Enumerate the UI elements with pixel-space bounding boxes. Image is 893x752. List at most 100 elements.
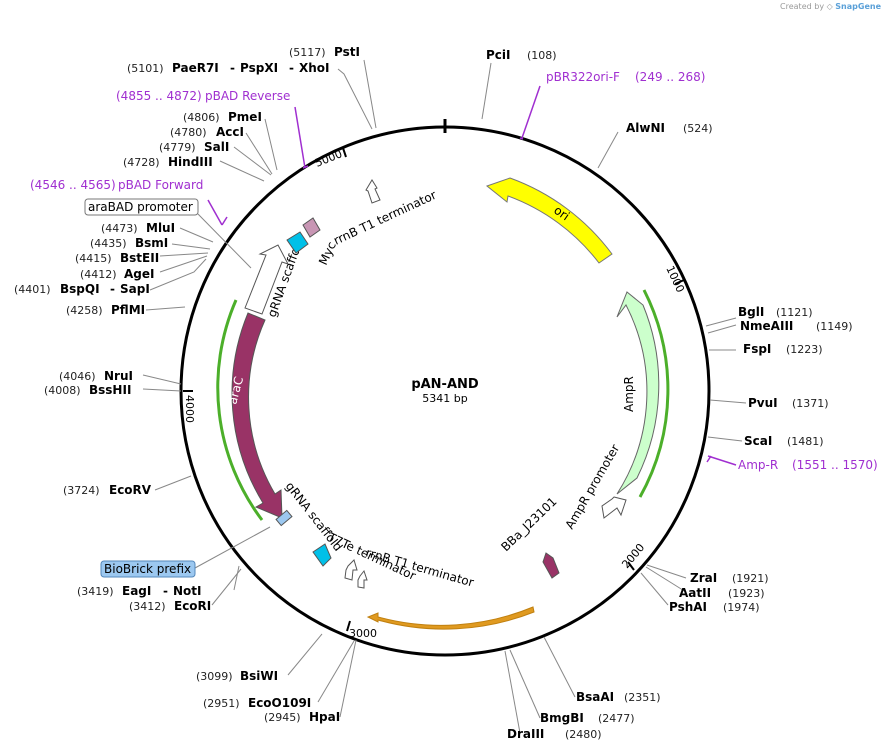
enzyme-pos-pmei: (4806) (183, 111, 220, 124)
enzyme-name-zrai[interactable]: ZraI (690, 571, 717, 585)
enzyme-pos-bsaai: (2351) (624, 691, 661, 704)
enzyme-name-pmei[interactable]: PmeI (228, 110, 262, 124)
enzyme-name-pspxi[interactable]: PspXI (240, 61, 278, 75)
biobrick-box[interactable] (100, 560, 196, 578)
enzyme-name-aatii[interactable]: AatII (679, 586, 711, 600)
primer-range-pbad-forward: (4546 .. 4565) (30, 178, 116, 192)
enzyme-name-bsteii[interactable]: BstEII (120, 251, 159, 265)
enzyme-name-hpai[interactable]: HpaI (309, 710, 340, 724)
enzyme-pos-paer7i: (5101) (127, 62, 164, 75)
enzyme-pos-bspqi: (4401) (14, 283, 51, 296)
enzyme-pos-ecori: (3412) (129, 600, 166, 613)
enzyme-name-draiii[interactable]: DraIII (507, 727, 544, 741)
enzyme-pos-bmgbi: (2477) (598, 712, 635, 725)
enzyme-name-sapi[interactable]: SapI (120, 282, 150, 296)
tick-label-3000: 3000 (349, 627, 377, 640)
enzyme-name-ecorv[interactable]: EcoRV (109, 483, 152, 497)
biobrick-label: BioBrick prefix (104, 562, 191, 576)
primer-name-pbr322ori[interactable]: pBR322ori-F (546, 70, 620, 84)
enzyme-pos-alwni: (524) (683, 122, 713, 135)
enzyme-name-eagi[interactable]: EagI (122, 584, 151, 598)
enzyme-pos-pcii: (108) (527, 49, 557, 62)
enzyme-pos-acci: (4780) (170, 126, 207, 139)
primer-name-ampr[interactable]: Amp-R (738, 458, 778, 472)
enzyme-name-bgli[interactable]: BglI (738, 305, 764, 319)
ampr-feature[interactable] (616, 291, 660, 495)
tick-1000 (674, 279, 685, 285)
arac-feature[interactable] (231, 312, 283, 519)
arac-orf (216, 299, 264, 521)
ampr-label: AmpR (622, 376, 636, 412)
enzyme-name-pflmi[interactable]: PflMI (111, 303, 145, 317)
scaffold-bottom-marker[interactable] (312, 543, 332, 567)
credit-created-by: Created by (780, 2, 825, 11)
orange-orf-arrow[interactable] (366, 606, 535, 630)
enzyme-pos-agei: (4412) (80, 268, 117, 281)
enzyme-name-bsmi[interactable]: BsmI (135, 236, 168, 250)
tick-label-4000: 4000 (183, 395, 196, 423)
enzyme-name-nmeaiii[interactable]: NmeAIII (740, 319, 793, 333)
enzyme-pos-aatii: (1923) (728, 587, 765, 600)
snapgene-logo-icon: ◇ (826, 2, 833, 11)
rrnb-top-feature[interactable] (365, 179, 381, 204)
rrnb-top-label: rrnB T1 terminator (331, 188, 438, 248)
enzyme-name-pvui[interactable]: PvuI (748, 396, 778, 410)
enzyme-pos-pvui: (1371) (792, 397, 829, 410)
enzyme-name-bsshii[interactable]: BssHII (89, 383, 131, 397)
enzyme-sep-paer7i: - (230, 61, 235, 75)
ori-feature[interactable] (485, 177, 613, 264)
enzyme-name-scai[interactable]: ScaI (744, 434, 772, 448)
enzyme-sep-bspqi: - (110, 282, 115, 296)
ampr-promoter-label: AmpR promoter (562, 442, 622, 532)
enzyme-pos-eagi: (3419) (77, 585, 114, 598)
enzyme-pos-nmeaiii: (1149) (816, 320, 853, 333)
enzyme-name-agei[interactable]: AgeI (124, 267, 154, 281)
enzyme-name-paer7i[interactable]: PaeR7I (172, 61, 219, 75)
biobrick-prefix-feature[interactable] (275, 509, 293, 527)
enzyme-name-xhoi[interactable]: XhoI (299, 61, 330, 75)
bba-feature[interactable] (542, 552, 560, 579)
enzyme-pos-mlui: (4473) (101, 222, 138, 235)
credit: Created by ◇ SnapGene (780, 2, 881, 11)
scaffold-top-marker[interactable] (286, 231, 309, 254)
enzyme-name-ecori[interactable]: EcoRI (174, 599, 211, 613)
enzyme-name-sali[interactable]: SalI (204, 140, 229, 154)
enzyme-name-nrui[interactable]: NruI (104, 369, 133, 383)
enzyme-name-fspi[interactable]: FspI (743, 342, 771, 356)
arabad-box[interactable] (84, 198, 199, 216)
enzyme-sep-pspxi: - (289, 61, 294, 75)
enzyme-leaders (142, 59, 747, 734)
enzyme-name-bsiwi[interactable]: BsiWI (240, 669, 278, 683)
enzyme-sep-eagi: - (163, 584, 168, 598)
enzyme-pos-pflmi: (4258) (66, 304, 103, 317)
t7te-feature[interactable] (344, 559, 358, 581)
enzyme-pos-ecorv: (3724) (63, 484, 100, 497)
enzyme-name-noti[interactable]: NotI (173, 584, 202, 598)
rrnb-bottom-feature[interactable] (357, 569, 368, 589)
primer-name-pbad-forward[interactable]: pBAD Forward (118, 178, 203, 192)
enzyme-name-mlui[interactable]: MluI (146, 221, 175, 235)
enzyme-name-alwni[interactable]: AlwNI (626, 121, 665, 135)
enzyme-name-psti[interactable]: PstI (334, 45, 360, 59)
tick-5000 (342, 147, 347, 158)
grna-scaffold-top-feature[interactable] (244, 244, 290, 315)
enzyme-name-acci[interactable]: AccI (216, 125, 244, 139)
enzyme-pos-scai: (1481) (787, 435, 824, 448)
enzyme-pos-ecoo109i: (2951) (203, 697, 240, 710)
primer-name-pbad-reverse[interactable]: pBAD Reverse (205, 89, 290, 103)
enzyme-pos-bgli: (1121) (776, 306, 813, 319)
enzyme-name-ecoo109i[interactable]: EcoO109I (248, 696, 311, 710)
primer-range-pbad-reverse: (4855 .. 4872) (116, 89, 202, 103)
ampr-promoter-arrow[interactable] (601, 496, 627, 519)
enzyme-pos-sali: (4779) (159, 141, 196, 154)
enzyme-name-bmgbi[interactable]: BmgBI (540, 711, 584, 725)
enzyme-name-bspqi[interactable]: BspQI (60, 282, 100, 296)
enzyme-name-hindiii[interactable]: HindIII (168, 155, 213, 169)
enzyme-name-pcii[interactable]: PciI (486, 48, 511, 62)
enzyme-name-bsaai[interactable]: BsaAI (576, 690, 614, 704)
myc-feature[interactable] (302, 217, 321, 238)
ampr-orf (638, 289, 670, 498)
enzyme-name-pshai[interactable]: PshAI (669, 600, 707, 614)
primer-range-ampr: (1551 .. 1570) (792, 458, 878, 472)
